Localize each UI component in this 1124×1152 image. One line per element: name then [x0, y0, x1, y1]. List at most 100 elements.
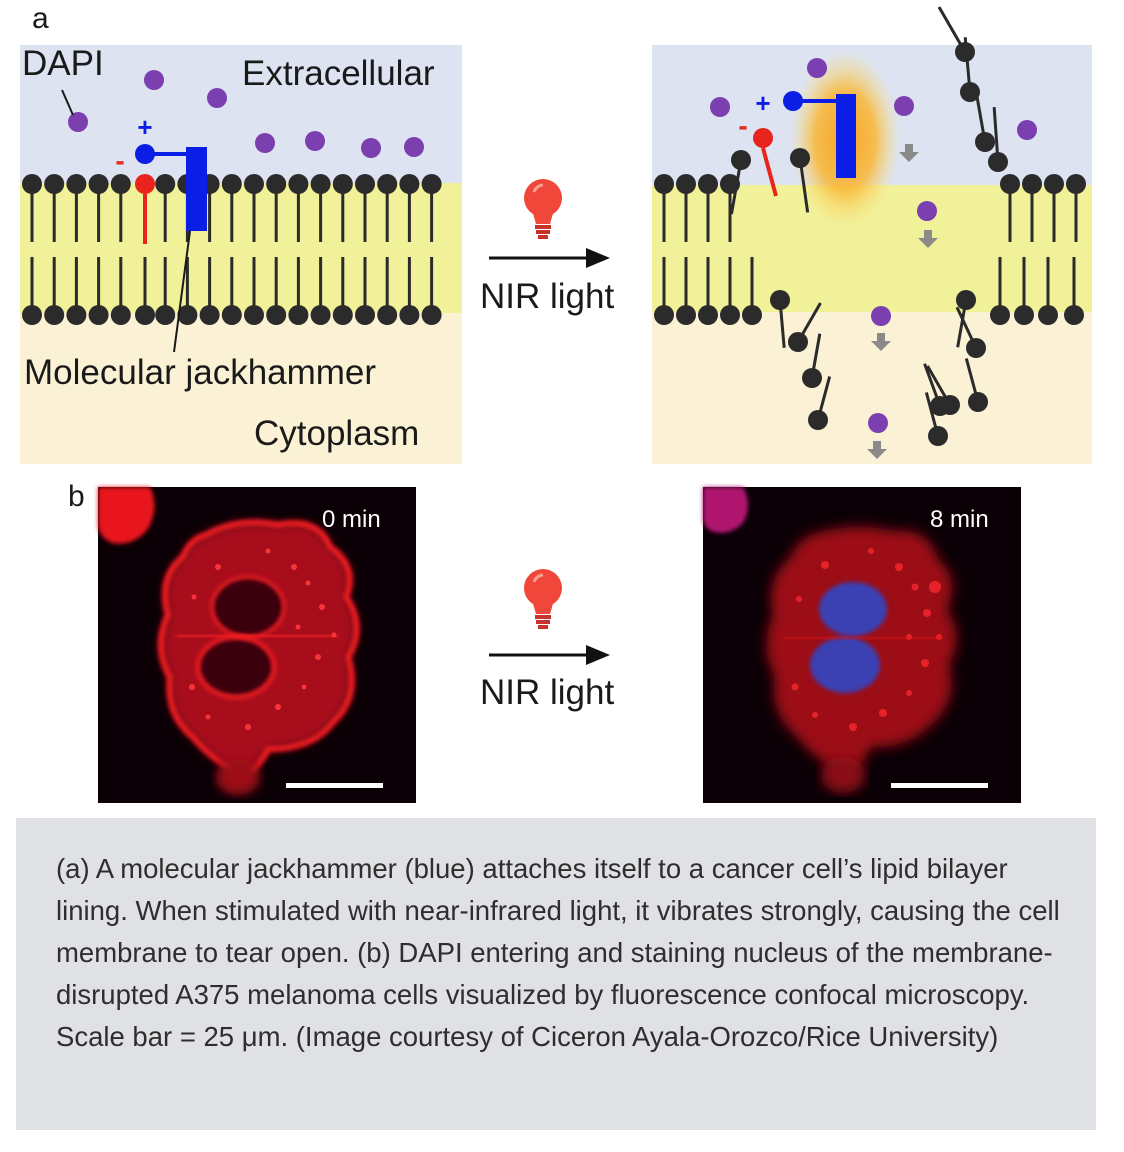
entry-arrow-icon — [871, 333, 891, 351]
dapi-dot — [917, 201, 937, 221]
intact-membrane-diagram: + - + - — [20, 6, 1092, 464]
lipid — [355, 174, 375, 242]
entry-arrow-icon — [867, 441, 887, 459]
cytoplasm-label: Cytoplasm — [254, 414, 420, 453]
lipid — [66, 174, 87, 242]
dapi-dot — [68, 112, 88, 132]
dapi-dot — [871, 306, 891, 326]
lipid — [377, 257, 398, 325]
panel-b-letter: b — [68, 480, 85, 513]
lipid — [221, 257, 242, 325]
entry-arrow-icon — [918, 230, 938, 248]
lipid — [676, 257, 696, 325]
entry-arrow-icon — [899, 144, 919, 162]
lipid — [288, 257, 309, 325]
lipid — [66, 257, 87, 325]
arrow-right-icon — [489, 248, 610, 268]
lipid — [729, 150, 751, 215]
lipid — [177, 257, 198, 325]
lipid — [377, 174, 398, 242]
lipid — [676, 174, 696, 242]
membrane-core-region — [20, 183, 462, 313]
lipid — [1014, 257, 1034, 325]
dapi-dot — [1017, 120, 1037, 140]
lipid — [974, 90, 995, 152]
lipid — [742, 257, 762, 325]
lipid — [332, 174, 353, 242]
lipid-bilayer-left — [22, 174, 442, 325]
lipid — [802, 333, 822, 388]
dapi-dot — [305, 131, 325, 151]
svg-text:-: - — [115, 145, 124, 176]
scale-bar — [286, 783, 383, 788]
lipid — [1066, 174, 1086, 242]
molecular-jackhammer-right: + - — [738, 88, 856, 197]
dapi-dots-left — [68, 70, 424, 158]
time-label-before: 0 min — [322, 506, 381, 533]
lipid — [310, 257, 331, 325]
lipid — [654, 257, 674, 325]
lipid — [135, 257, 155, 325]
lipid — [421, 174, 442, 242]
lipid — [924, 392, 948, 446]
cytoplasm-region — [20, 313, 462, 464]
lipid — [421, 257, 442, 325]
lipid — [926, 365, 960, 415]
dapi-dot — [144, 70, 164, 90]
figure-caption: (a) A molecular jackhammer (blue) attach… — [56, 853, 1060, 1052]
lipid — [310, 174, 331, 242]
lipid — [110, 174, 131, 242]
dapi-dot — [207, 88, 227, 108]
lipid — [266, 257, 287, 325]
entry-arrows — [867, 144, 938, 459]
lipid — [964, 358, 988, 412]
lipid — [720, 257, 740, 325]
lipid — [22, 174, 42, 242]
lipid — [199, 257, 220, 325]
time-label-after: 8 min — [930, 506, 989, 533]
lipid — [244, 174, 264, 242]
lipid — [654, 174, 674, 242]
micrograph-before — [98, 487, 416, 803]
lipid — [244, 257, 264, 325]
cytoplasm-region-disrupted — [652, 312, 1092, 464]
lipid — [44, 174, 65, 242]
lipid — [88, 174, 109, 242]
dapi-dots-right — [710, 58, 1037, 433]
lipid — [808, 376, 832, 430]
dapi-dot — [807, 58, 827, 78]
light-bulb-icon — [524, 569, 562, 629]
arrow-right-icon — [489, 645, 610, 665]
lipid — [1044, 174, 1064, 242]
lipid — [221, 174, 242, 242]
lipid — [788, 302, 822, 352]
lipid — [399, 174, 420, 242]
lipid — [266, 174, 287, 242]
nir-light-label-top: NIR light — [480, 277, 615, 316]
panel-a-letter: a — [32, 2, 49, 35]
lipid — [155, 257, 176, 325]
molecular-jackhammer-left: + - — [115, 112, 207, 244]
svg-text:-: - — [738, 110, 747, 141]
dapi-dot — [868, 413, 888, 433]
lipid — [88, 257, 109, 325]
lipid — [399, 257, 420, 325]
scale-bar — [891, 783, 988, 788]
nir-light-label-bottom: NIR light — [480, 673, 615, 712]
dapi-dot — [710, 97, 730, 117]
jackhammer-leader-line — [173, 230, 191, 353]
lipid — [332, 257, 353, 325]
lipid-bilayer-disrupted — [654, 6, 1086, 446]
lipid — [22, 257, 42, 325]
lipid — [110, 257, 131, 325]
svg-text:+: + — [755, 88, 770, 118]
lipid — [955, 306, 986, 358]
lipid — [988, 107, 1008, 172]
lipid — [990, 257, 1010, 325]
dapi-dot — [894, 96, 914, 116]
dapi-label: DAPI — [22, 44, 104, 83]
dapi-dot — [255, 133, 275, 153]
extracellular-label: Extracellular — [242, 54, 435, 93]
caption-box: (a) A molecular jackhammer (blue) attach… — [16, 818, 1096, 1130]
lipid — [698, 174, 718, 242]
